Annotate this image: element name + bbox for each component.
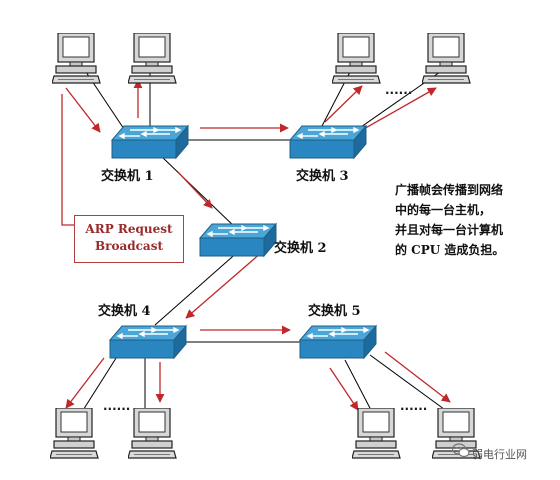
description-line2: 中的每一台主机， — [395, 203, 492, 217]
switch-icon — [109, 325, 187, 359]
computer-icon — [52, 33, 101, 84]
arrow-s2-to-s4 — [185, 251, 263, 319]
computer-icon — [128, 408, 177, 459]
description-line4: 的 CPU 造成负担。 — [395, 243, 505, 257]
computer-icon — [128, 33, 177, 84]
switch-3-label: 交换机 3 — [296, 169, 349, 184]
switch-4-label: 交换机 4 — [98, 304, 151, 319]
link-s5-pc7 — [344, 359, 373, 413]
switch-1-label: 交换机 1 — [101, 169, 154, 184]
wechat-icon — [452, 443, 470, 458]
arrow-arp-source-line — [61, 94, 76, 226]
description-line3: 并且对每一台计算机 — [395, 223, 504, 237]
arrow-s3-to-pc3 — [324, 85, 363, 123]
arrow-s5-to-pc7 — [329, 367, 359, 411]
arrow-s4-to-pc5 — [65, 357, 105, 409]
description-line1: 广播帧会传播到网络 — [395, 183, 504, 197]
link-s2-s4 — [154, 249, 241, 326]
more-hosts-ellipsis: ...... — [400, 399, 428, 413]
switch-icon — [289, 125, 367, 159]
switch-icon — [299, 325, 377, 359]
arrow-pc1-to-s1 — [65, 87, 101, 133]
arp-request-box: ARP Request Broadcast — [74, 215, 184, 263]
computer-icon — [50, 408, 99, 459]
more-hosts-ellipsis: ...... — [385, 83, 413, 97]
switch-icon — [199, 223, 277, 257]
switch-5-label: 交换机 5 — [308, 304, 361, 319]
arrow-s5-to-pc8 — [384, 351, 451, 403]
more-hosts-ellipsis: ...... — [103, 399, 131, 413]
arp-box-line2: Broadcast — [94, 239, 163, 253]
broadcast-arrows — [61, 79, 451, 411]
switch-icon — [111, 125, 189, 159]
arp-box-line1: ARP Request — [85, 222, 173, 236]
link-s4-pc5 — [79, 354, 119, 416]
arrow-s3-to-pc4 — [361, 87, 437, 131]
link-s5-pc8 — [369, 354, 449, 413]
computer-icon — [332, 33, 381, 84]
broadcast-description: 广播帧会传播到网络 中的每一台主机， 并且对每一台计算机 的 CPU 造成负担。 — [395, 180, 555, 260]
watermark-text: 弱电行业网 — [472, 448, 527, 461]
arrow-s1-to-s2 — [177, 171, 213, 209]
computer-icon — [422, 33, 471, 84]
switch-2-label: 交换机 2 — [274, 241, 327, 256]
computer-icon — [352, 408, 401, 459]
link-s1-s2 — [159, 154, 239, 231]
